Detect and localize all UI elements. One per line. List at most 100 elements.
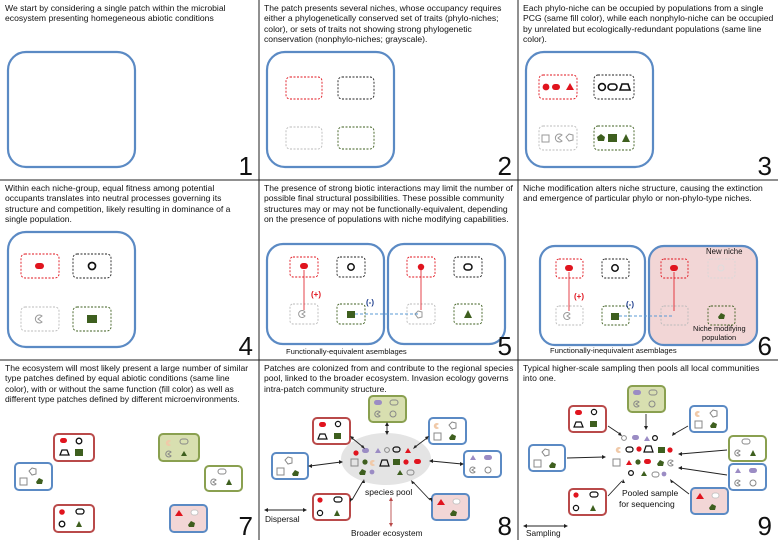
pooling-arrows	[566, 414, 728, 497]
plus-label: (+)	[311, 290, 321, 299]
panel-7-drawing	[14, 433, 243, 533]
panel-6-drawing: (+) New niche (-) Niche modifying popula…	[538, 244, 759, 355]
patch-olive-2	[204, 465, 243, 492]
plus-label: (+)	[574, 292, 584, 301]
population-red	[300, 263, 308, 269]
population-black	[347, 263, 355, 271]
niche-black	[601, 258, 630, 279]
new-niche-population	[717, 264, 725, 272]
phylo-niche-red	[20, 253, 60, 279]
nonphylo-niche-black	[593, 74, 635, 100]
panel-4: Within each niche-group, equal fitness a…	[0, 180, 259, 360]
gray-dominant-population	[34, 314, 43, 324]
black-trapezoid-population	[618, 83, 632, 91]
gray-pentagon-population	[565, 133, 574, 142]
red-circle-population	[542, 83, 550, 91]
patch-right	[463, 450, 502, 478]
population-gray	[563, 312, 571, 320]
niche-green	[601, 305, 630, 326]
caption-equivalent: Functionally-equivalent asemblages	[286, 347, 407, 356]
patch-upper-right	[428, 417, 467, 445]
black-rounded-population	[607, 83, 618, 91]
panel-9-drawing: Pooled sample for sequencing	[523, 385, 767, 538]
panel-number: 5	[497, 331, 512, 361]
exchange-arrows	[309, 424, 463, 501]
panel-9-text: Typical higher-scale sampling then pools…	[523, 363, 760, 384]
population-green	[611, 313, 619, 320]
panel-7-text: The ecosystem will most likely present a…	[5, 363, 249, 404]
red-dominant-population	[35, 263, 44, 269]
patch-olive-1	[158, 433, 200, 462]
panel-8-drawing: species pool	[264, 395, 502, 538]
new-niche	[707, 258, 736, 279]
niche-black	[453, 256, 483, 278]
nonphylo-niche-gray	[20, 306, 60, 332]
patch-left	[265, 242, 386, 346]
panel-1-text: We start by considering a single patch w…	[5, 3, 226, 24]
phylo-niche-green	[593, 125, 635, 151]
green-square-population	[608, 134, 617, 142]
panel-7: The ecosystem will most likely present a…	[0, 360, 259, 540]
population-black	[611, 264, 619, 272]
panel-8-text: Patches are colonized from and contribut…	[264, 363, 514, 394]
broader-ecosystem-label: Broader ecosystem	[351, 528, 423, 538]
patch-right	[386, 242, 507, 346]
panel-5-text: The presence of strong biotic interactio…	[264, 183, 513, 224]
patch-left	[538, 244, 647, 347]
niche-gray	[555, 305, 584, 326]
panel-3-text: Each phylo-niche can be occupied by popu…	[523, 3, 774, 44]
sampling-label: Sampling	[526, 528, 561, 538]
niche-green	[707, 305, 736, 326]
patch-upper-left	[312, 417, 351, 445]
patch-upper-left	[568, 405, 607, 433]
pooled-sample-label: Pooled sample	[622, 488, 679, 498]
panel-6: Niche modification alters niche structur…	[518, 180, 778, 360]
panel-5-drawing: (+) (-) Functionally-equivalent asemblag…	[265, 242, 507, 356]
panel-4-drawing	[6, 230, 137, 349]
patch-lower-right	[431, 493, 470, 521]
patch-lower-left	[312, 493, 351, 521]
dispersal-label: Dispersal	[265, 514, 300, 524]
population-green	[464, 310, 472, 318]
dispersal-arrowhead-right	[303, 508, 307, 512]
panel-number: 4	[238, 331, 253, 361]
panel-number: 2	[497, 151, 512, 181]
patch-right-olive	[728, 435, 767, 462]
panel-number: 6	[757, 331, 772, 361]
panel-2: The patch presents several niches, whose…	[259, 0, 518, 180]
nonphylo-niche-gray	[538, 125, 578, 151]
minus-label: (-)	[626, 300, 634, 309]
panel-5: The presence of strong biotic interactio…	[259, 180, 518, 360]
population-gray	[298, 310, 306, 318]
broader-arrowhead-up	[389, 497, 393, 501]
species-pool-members	[350, 446, 421, 476]
patch-lower-right	[690, 487, 729, 515]
patch-upper-right	[689, 405, 728, 433]
black-circle-population	[597, 82, 607, 92]
nonphylo-niche-black	[72, 253, 112, 279]
gray-square-population	[541, 134, 550, 143]
for-sequencing-label: for sequencing	[619, 499, 675, 509]
panel-3: Each phylo-niche can be occupied by popu…	[518, 0, 778, 180]
population-red	[670, 265, 678, 271]
niche-gray	[660, 305, 689, 326]
phylo-niche-green	[72, 306, 112, 332]
green-pentagon-population	[597, 134, 605, 141]
minus-label: (-)	[366, 298, 374, 307]
patch-pink	[169, 504, 208, 533]
broader-arrowhead-down	[389, 523, 393, 527]
green-triangle-population	[622, 134, 630, 142]
niche-modifying-population	[718, 313, 725, 319]
panel-4-text: Within each niche-group, equal fitness a…	[5, 183, 231, 224]
nonphylo-niche-gray	[285, 126, 323, 150]
red-rounded-population	[552, 84, 560, 90]
patch	[6, 230, 137, 349]
red-triangle-population	[566, 83, 574, 90]
phylo-niche-red	[538, 74, 578, 100]
patch	[6, 50, 137, 169]
patch-left	[528, 444, 566, 472]
gray-pacman-population	[554, 133, 563, 143]
patch	[524, 50, 655, 169]
niche-black	[336, 256, 366, 278]
